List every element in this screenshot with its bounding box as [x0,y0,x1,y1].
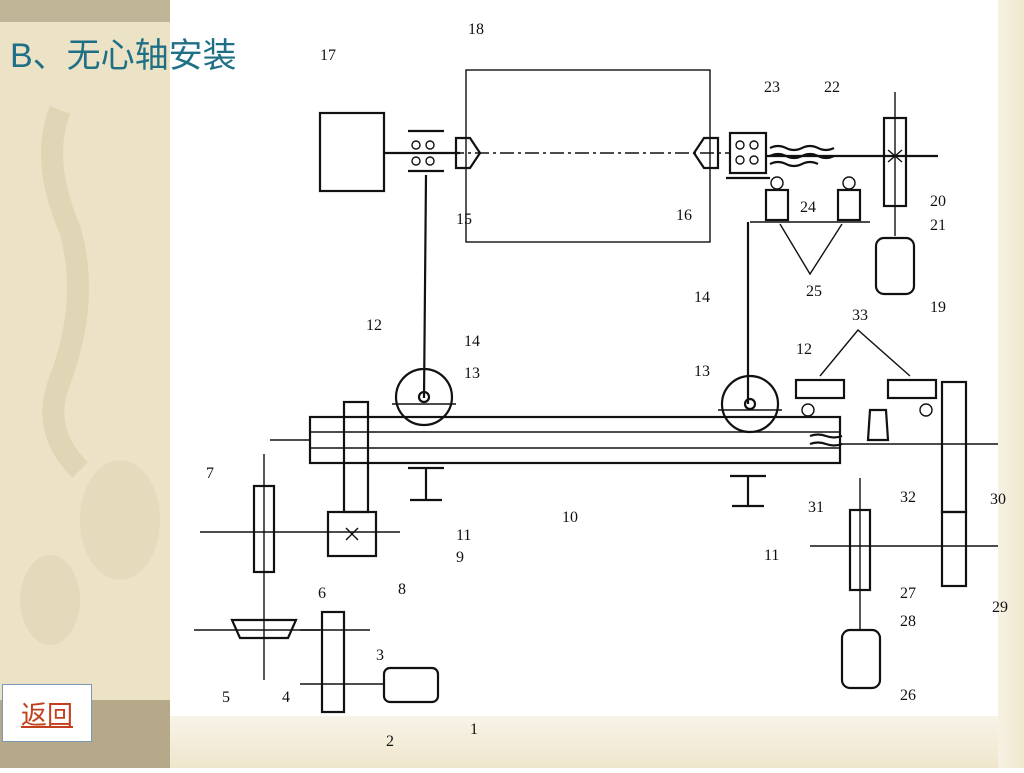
label-20: 20 [930,193,946,210]
label-27: 27 [900,585,916,602]
label-18: 18 [468,21,484,38]
decorative-bottom-border [170,716,998,768]
back-link[interactable]: 返回 [20,700,73,731]
left-bearing [408,129,444,173]
label-33: 33 [852,307,868,324]
label-5: 5 [222,689,230,706]
pivot-13-right [720,374,780,434]
label-14-right: 14 [694,289,710,306]
gear-29 [940,510,968,588]
label-11-right: 11 [764,547,779,564]
label-9: 9 [456,549,464,566]
label-2: 2 [386,733,394,750]
label-24: 24 [800,199,816,216]
back-button-box[interactable]: 返回 [2,684,92,742]
label-16: 16 [676,207,692,224]
arm-14-left [422,174,428,399]
label-19: 19 [930,299,946,316]
support-11-left [408,466,444,502]
diagram-labels: 18 17 23 22 20 21 24 15 16 25 19 14 12 1… [206,21,1008,750]
gear-30 [940,380,968,514]
cutter-32 [866,408,890,442]
label-15: 15 [456,211,472,228]
sidebar-texture [0,0,170,768]
pointer-25 [779,223,843,276]
label-30: 30 [990,491,1006,508]
label-17: 17 [320,47,336,64]
label-14-left: 14 [464,333,480,350]
roll-drum-outline [465,69,711,243]
decorative-right-border [998,0,1024,768]
motor-1 [382,666,440,704]
label-32: 32 [900,489,916,506]
main-shaft-10 [308,415,842,465]
label-13-right: 13 [694,363,710,380]
label-22: 22 [824,79,840,96]
right-bearing [726,131,770,180]
cylinder-25b [836,188,862,222]
label-4: 4 [282,689,290,706]
label-11-left: 11 [456,527,471,544]
label-23: 23 [764,79,780,96]
label-12-right: 12 [796,341,812,358]
cylinder-25a [764,188,790,222]
shaftless-installation-diagram: 18 17 23 22 20 21 24 15 16 25 19 14 12 1… [194,21,1008,750]
cylinder-33a [794,378,846,400]
gearbox-8 [326,510,378,558]
pivot-13-left [394,367,454,427]
label-3: 3 [376,647,384,664]
label-6: 6 [318,585,326,602]
label-7: 7 [206,465,214,482]
chuck-15 [454,136,482,170]
label-13-left: 13 [464,365,480,382]
lever-9 [342,400,370,514]
label-29: 29 [992,599,1008,616]
label-25: 25 [806,283,822,300]
label-28: 28 [900,613,916,630]
motor-17 [318,111,386,193]
gear-2-3 [320,610,346,714]
motor-19 [874,236,916,296]
shaft-31 [809,433,843,447]
label-8: 8 [398,581,406,598]
label-31: 31 [808,499,824,516]
slide-title: B、无心轴安装 [10,37,237,75]
motor-26 [840,628,882,690]
label-10: 10 [562,509,578,526]
bevel-gear-4-5 [230,618,298,640]
label-12-left: 12 [366,317,382,334]
cylinder-33b [886,378,938,400]
label-1: 1 [470,721,478,738]
decorative-sidebar [0,0,170,768]
chuck-16 [692,136,720,170]
support-11-right [730,474,766,508]
pointer-33 [819,328,911,377]
label-21: 21 [930,217,946,234]
label-26: 26 [900,687,916,704]
